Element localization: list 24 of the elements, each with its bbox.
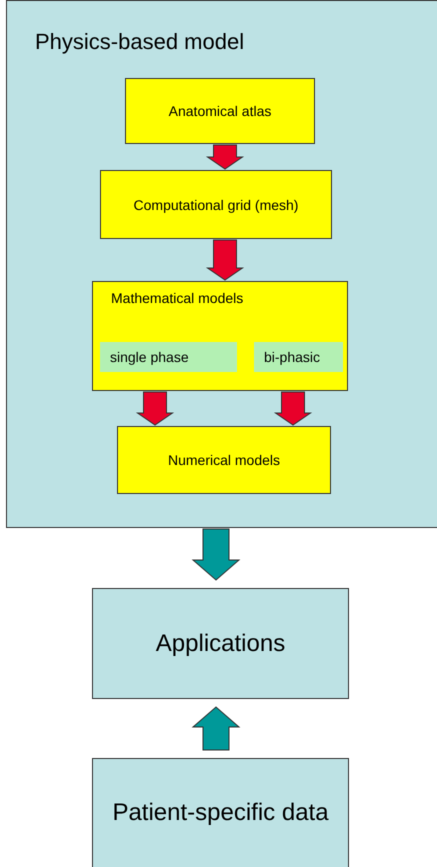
box-label: bi-phasic <box>264 349 320 365</box>
block-arrow <box>192 528 240 581</box>
box-label: single phase <box>110 349 189 365</box>
process-box <box>100 170 332 239</box>
block-arrow <box>136 392 174 426</box>
sub-box <box>254 342 343 372</box>
process-box <box>92 758 349 867</box>
block-arrow <box>206 240 244 281</box>
block-arrow <box>206 144 244 170</box>
process-box <box>92 281 348 391</box>
block-arrow <box>274 392 312 426</box>
panel <box>6 0 437 528</box>
box-label: Patient-specific data <box>112 799 329 827</box>
box-label: Computational grid (mesh) <box>134 196 298 212</box>
box-label: Applications <box>156 630 286 658</box>
sub-box <box>100 342 237 372</box>
box-label: Numerical models <box>168 452 280 468</box>
process-box <box>92 588 349 699</box>
panel-title: Physics-based model <box>35 29 244 55</box>
process-box <box>117 426 331 494</box>
box-label: Mathematical models <box>111 290 244 306</box>
box-label: Anatomical atlas <box>168 103 272 119</box>
block-arrow <box>192 706 240 750</box>
process-box <box>125 78 315 144</box>
